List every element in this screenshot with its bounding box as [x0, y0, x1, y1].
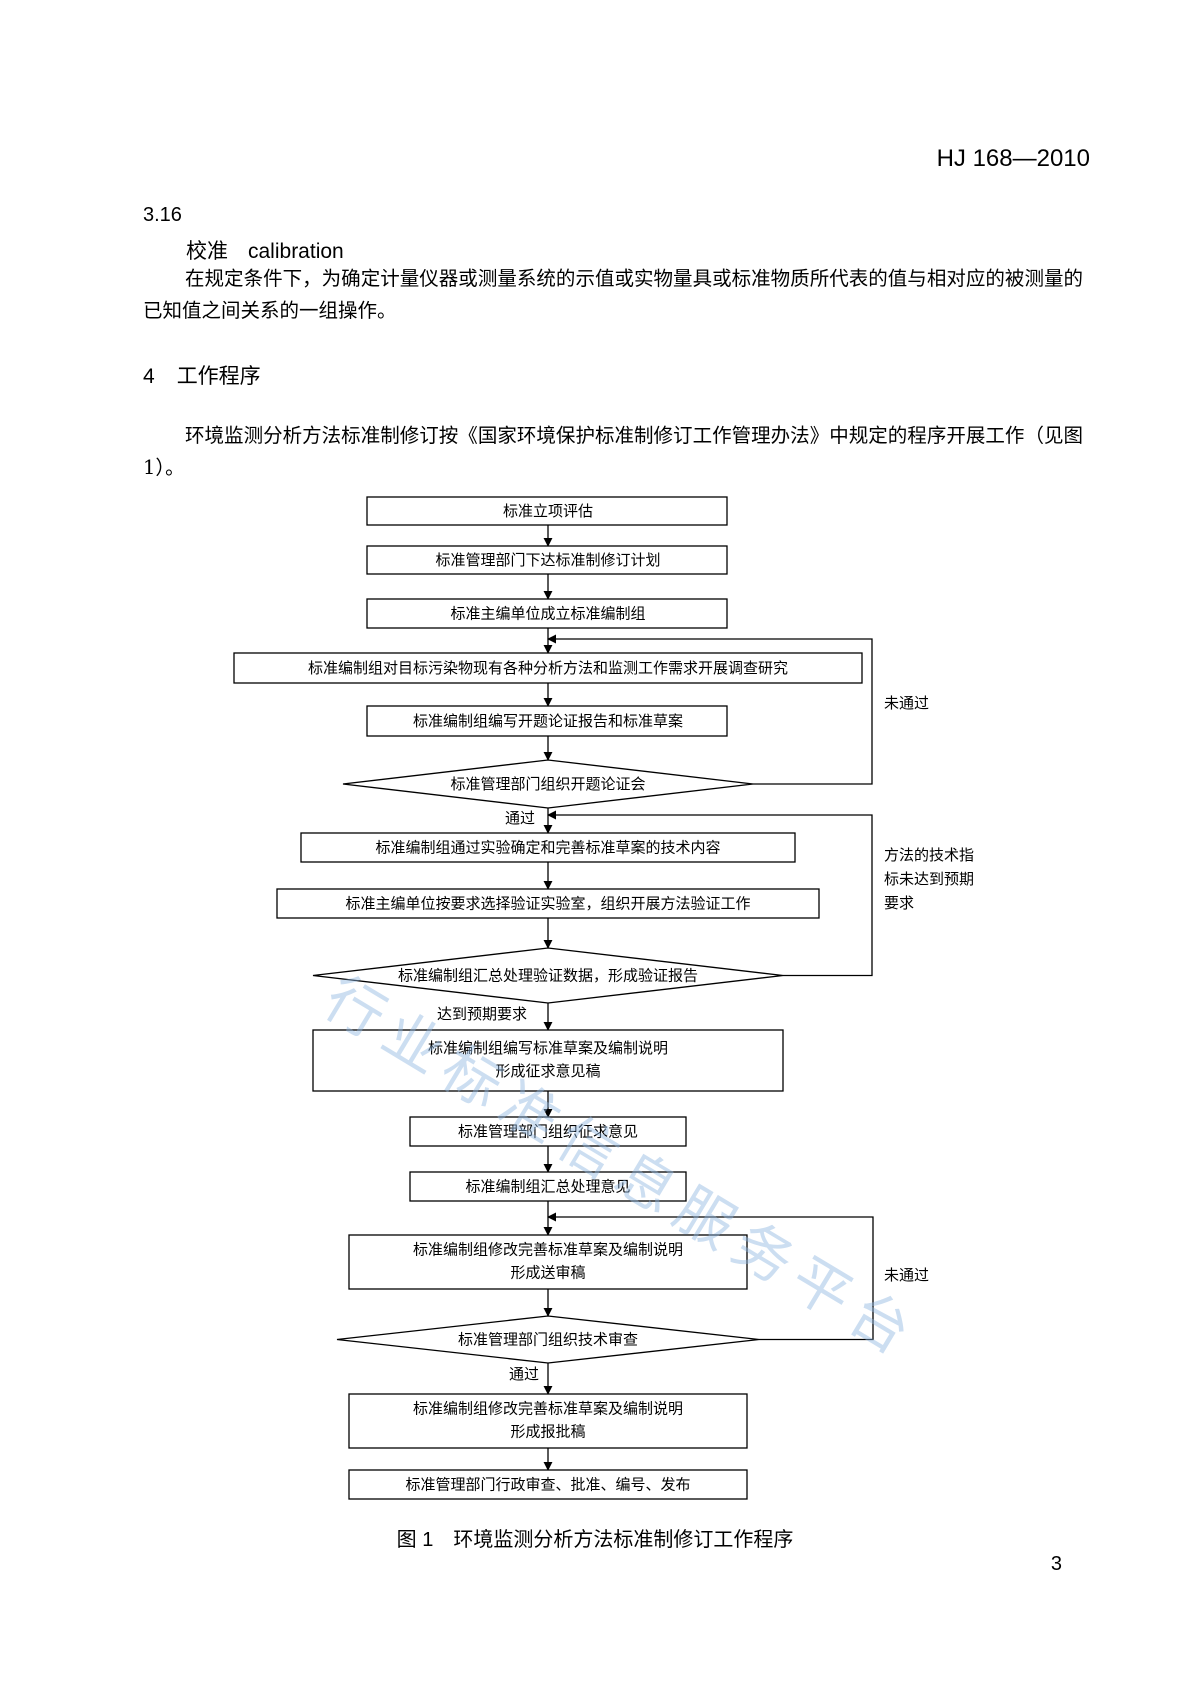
flow-node-text-n3-0: 标准主编单位成立标准编制组	[450, 605, 645, 623]
term-heading: 校准 calibration	[186, 235, 344, 265]
flow-node-n10	[409, 1171, 687, 1202]
flow-node-text-d1-0: 标准管理部门组织开题论证会	[450, 775, 645, 793]
flow-node-text-n8-1: 形成征求意见稿	[495, 1062, 600, 1080]
page-number: 3	[1050, 1553, 1062, 1575]
label-d3-fail: 未通过	[884, 1266, 929, 1284]
flow-decision-d3	[336, 1315, 760, 1364]
section-number-3-16: 3.16	[143, 204, 182, 226]
flow-node-text-n12-0: 标准编制组修改完善标准草案及编制说明	[413, 1400, 683, 1418]
flow-node-n11	[348, 1234, 748, 1290]
document-code: HJ 168—2010	[936, 145, 1090, 172]
flow-node-n2	[366, 545, 728, 575]
section-4-title: 工作程序	[176, 365, 261, 388]
label-d2-fail-0: 方法的技术指	[884, 846, 974, 864]
flow-node-text-n11-1: 形成送审稿	[510, 1264, 585, 1282]
term-english: calibration	[248, 240, 344, 263]
flow-node-text-n2-0: 标准管理部门下达标准制修订计划	[435, 551, 660, 569]
label-d1-pass: 通过	[505, 809, 535, 827]
flow-node-text-n5-0: 标准编制组编写开题论证报告和标准草案	[413, 712, 683, 730]
flow-node-text-n1-0: 标准立项评估	[503, 502, 593, 520]
label-d3-pass: 通过	[509, 1365, 539, 1383]
flow-node-n3	[366, 598, 728, 629]
flow-decision-d1	[342, 759, 754, 809]
flow-node-text-n11-0: 标准编制组修改完善标准草案及编制说明	[413, 1241, 683, 1259]
flow-node-text-n7-0: 标准主编单位按要求选择验证实验室，组织开展方法验证工作	[345, 895, 750, 913]
flow-loop-d2	[547, 810, 873, 977]
flow-node-n6	[300, 832, 796, 863]
section-4-heading: 4 工作程序	[143, 360, 261, 390]
flow-node-text-n4-0: 标准编制组对目标污染物现有各种分析方法和监测工作需求开展调查研究	[308, 659, 788, 677]
flow-node-n8	[312, 1029, 784, 1092]
label-d2-pass: 达到预期要求	[437, 1005, 527, 1023]
label-d2-fail-1: 标未达到预期	[884, 870, 974, 888]
section-4-paragraph: 环境监测分析方法标准制修订按《国家环境保护标准制修订工作管理办法》中规定的程序开…	[143, 424, 1083, 479]
flow-node-text-d3-0: 标准管理部门组织技术审查	[458, 1331, 638, 1349]
flow-node-n13	[348, 1469, 748, 1500]
flow-node-n7	[276, 888, 820, 919]
flow-loop-d3	[547, 1212, 874, 1341]
flow-node-text-d2-0: 标准编制组汇总处理验证数据，形成验证报告	[398, 967, 698, 985]
flow-node-text-n13-0: 标准管理部门行政审查、批准、编号、发布	[405, 1476, 690, 1494]
flow-node-text-n6-0: 标准编制组通过实验确定和完善标准草案的技术内容	[375, 839, 720, 857]
flow-node-n12	[348, 1393, 748, 1449]
section-4-number: 4	[143, 365, 155, 388]
label-d1-fail: 未通过	[884, 694, 929, 712]
term-chinese: 校准	[186, 240, 228, 263]
label-d2-fail-2: 要求	[884, 894, 914, 912]
flow-node-n4	[233, 652, 863, 684]
term-definition: 在规定条件下，为确定计量仪器或测量系统的示值或实物量具或标准物质所代表的值与相对…	[143, 267, 1083, 322]
flow-loop-d1	[547, 634, 873, 785]
flow-node-n5	[366, 705, 728, 737]
flow-decision-d2	[312, 947, 784, 1004]
flow-node-text-n8-0: 标准编制组编写标准草案及编制说明	[428, 1039, 668, 1057]
figure-caption: 图 1 环境监测分析方法标准制修订工作程序	[396, 1529, 794, 1551]
flow-node-n9	[409, 1116, 687, 1147]
flow-node-text-n9-0: 标准管理部门组织征求意见	[458, 1123, 638, 1141]
flow-node-text-n10-0: 标准编制组汇总处理意见	[465, 1178, 630, 1196]
flow-node-n1	[366, 496, 728, 526]
flow-node-text-n12-1: 形成报批稿	[510, 1423, 585, 1441]
